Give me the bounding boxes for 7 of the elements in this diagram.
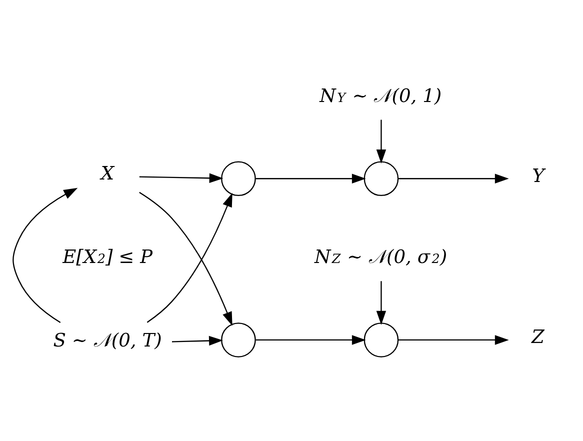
node-text: Y — [532, 165, 544, 186]
node-label: E[X2] ≤ P — [62, 246, 153, 268]
node-text: X — [100, 163, 114, 184]
node-text: Z — [532, 326, 544, 348]
node-text: NY ∼ 𝒩(0, 1) — [320, 85, 442, 106]
node-text: S ∼ 𝒩(0, T) — [53, 330, 162, 352]
node-text: NZ ∼ 𝒩(0, σ2) — [314, 246, 448, 268]
